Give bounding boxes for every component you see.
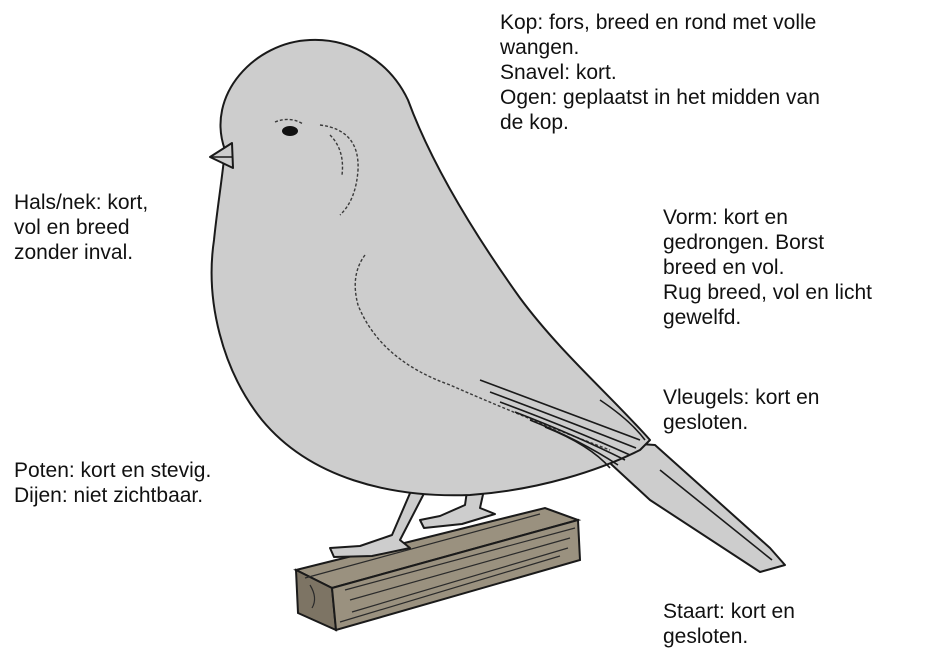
tail-line: Staart: kort en	[663, 599, 795, 624]
beak-line: Snavel: kort.	[500, 60, 820, 85]
back-line: Rug breed, vol en licht	[663, 280, 872, 305]
neck-line: vol en breed	[14, 215, 148, 240]
shape-line: gedrongen. Borst	[663, 230, 872, 255]
eyes-line: Ogen: geplaatst in het midden van	[500, 85, 820, 110]
head-description: Kop: fors, breed en rond met volle wange…	[500, 10, 820, 135]
wings-description: Vleugels: kort en gesloten.	[663, 385, 819, 435]
shape-line: breed en vol.	[663, 255, 872, 280]
tail-description: Staart: kort en gesloten.	[663, 599, 795, 649]
back-line: gewelfd.	[663, 305, 872, 330]
legs-description: Poten: kort en stevig. Dijen: niet zicht…	[14, 458, 211, 508]
wings-line: gesloten.	[663, 410, 819, 435]
head-line: wangen.	[500, 35, 820, 60]
neck-line: Hals/nek: kort,	[14, 190, 148, 215]
shape-line: Vorm: kort en	[663, 205, 872, 230]
head-line: Kop: fors, breed en rond met volle	[500, 10, 820, 35]
neck-description: Hals/nek: kort, vol en breed zonder inva…	[14, 190, 148, 265]
bird-beak	[210, 143, 233, 168]
thighs-line: Dijen: niet zichtbaar.	[14, 483, 211, 508]
tail-line: gesloten.	[663, 624, 795, 649]
bird-eye	[282, 126, 298, 136]
legs-line: Poten: kort en stevig.	[14, 458, 211, 483]
neck-line: zonder inval.	[14, 240, 148, 265]
shape-description: Vorm: kort en gedrongen. Borst breed en …	[663, 205, 872, 330]
wings-line: Vleugels: kort en	[663, 385, 819, 410]
eyes-line: de kop.	[500, 110, 820, 135]
